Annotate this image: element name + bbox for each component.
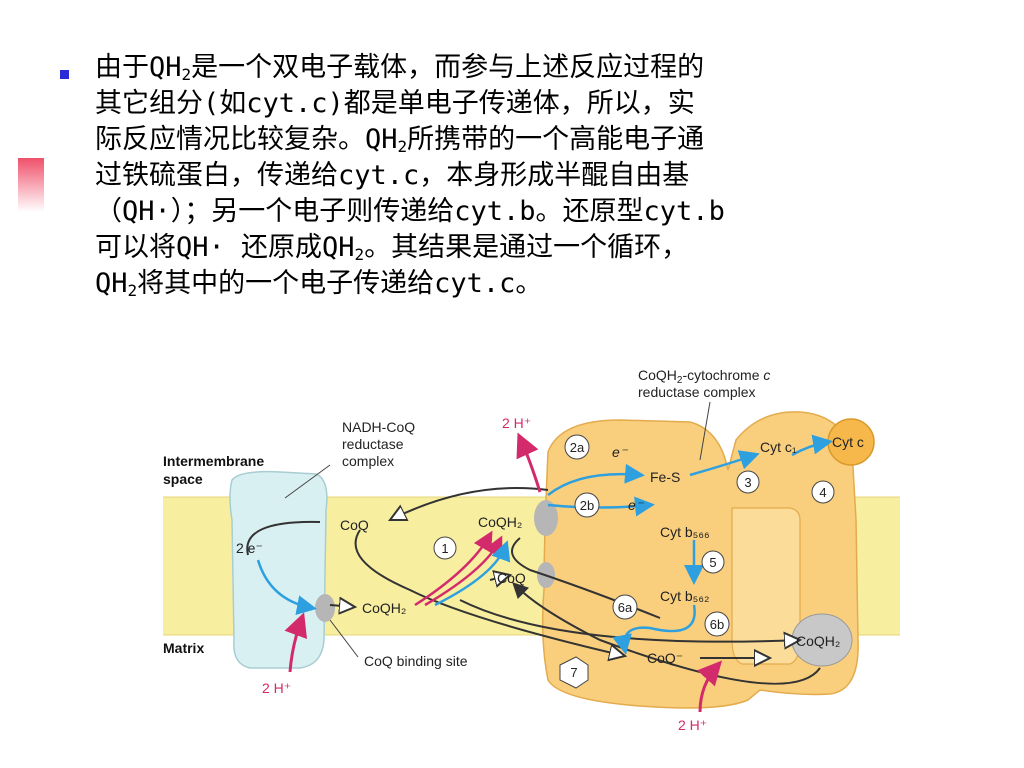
text-line-1: 由于QH2是一个双电子载体，而参与上述反应过程的 [95,52,705,84]
coq-mid-label: CoQ [497,570,526,586]
complex-title: CoQH2-cytochrome c [638,367,770,386]
svg-text:6b: 6b [710,617,724,632]
step-2b-marker: 2b [574,492,600,518]
electron-label-1: e⁻ [612,444,629,460]
svg-text:4: 4 [819,485,826,500]
nadh-label-1: NADH-CoQ [342,419,415,435]
nadh-label-2: reductase [342,436,404,452]
nadh-label-3: complex [342,453,394,469]
coqh2-mid-label: CoQH₂ [478,514,522,530]
text-line-4: 过铁硫蛋白，传递给cyt.c，本身形成半醌自由基 [95,160,690,191]
text-line-2: 其它组分(如cyt.c)都是单电子传递体，所以，实 [95,88,695,119]
proton-bottom-right-label: 2 H⁺ [678,717,707,733]
step-4-marker: 4 [811,480,835,504]
proton-top-label: 2 H⁺ [502,415,531,431]
electron-label-2: e⁻ [628,497,645,513]
fe-s-label: Fe-S [650,469,680,485]
coq-binding-site-marker [315,594,335,622]
nadh-coq-reductase-complex [229,470,328,669]
proton-bottom-left-label: 2 H⁺ [262,680,291,696]
text-line-5: （QH·）；另一个电子则传递给cyt.b。还原型cyt.b [95,196,725,227]
svg-text:7: 7 [570,665,577,680]
svg-text:1: 1 [441,541,448,556]
step-3-marker: 3 [736,470,760,494]
svg-text:2b: 2b [580,498,594,513]
text-line-3: 际反应情况比较复杂。QH2所携带的一个高能电子通 [95,124,705,156]
intermembrane-label-2: space [163,471,203,487]
cyt-b566-label: Cyt b₅₆₆ [660,524,710,540]
coq-left-label: CoQ [340,517,369,533]
coqh2-left-label: CoQH₂ [362,600,406,616]
step-1-marker: 1 [433,536,457,560]
cyt-c1-label: Cyt c₁ [760,439,797,455]
step-5-marker: 5 [701,550,725,574]
two-electrons-label: 2 e⁻ [236,540,263,556]
coq-binding-site-label: CoQ binding site [364,653,468,669]
body-text: 由于QH2是一个双电子载体，而参与上述反应过程的 其它组分(如cyt.c)都是单… [95,50,1000,302]
svg-text:3: 3 [744,475,751,490]
step-7-marker: 7 [559,656,589,689]
coqh2-right-label: CoQH₂ [796,633,840,649]
text-line-6: 可以将QH· 还原成QH2。其结果是通过一个循环， [95,232,689,264]
complex-title-line2: reductase complex [638,384,756,400]
text-line-7: QH2将其中的一个电子传递给cyt.c。 [95,268,543,300]
svg-text:6a: 6a [618,600,633,615]
step-6b-marker: 6b [704,611,730,637]
intermembrane-label-1: Intermembrane [163,453,264,469]
matrix-label: Matrix [163,640,204,656]
bullet-square-icon [60,70,69,79]
cyt-c-label: Cyt c [832,434,864,450]
cyt-b562-label: Cyt b₅₆₂ [660,588,709,604]
accent-bar [18,158,44,212]
step-2a-marker: 2a [564,434,590,460]
svg-text:5: 5 [709,555,716,570]
step-6a-marker: 6a [612,594,638,620]
svg-text:2a: 2a [570,440,585,455]
coq-semiquinone-label: CoQ⁻ [647,650,683,666]
